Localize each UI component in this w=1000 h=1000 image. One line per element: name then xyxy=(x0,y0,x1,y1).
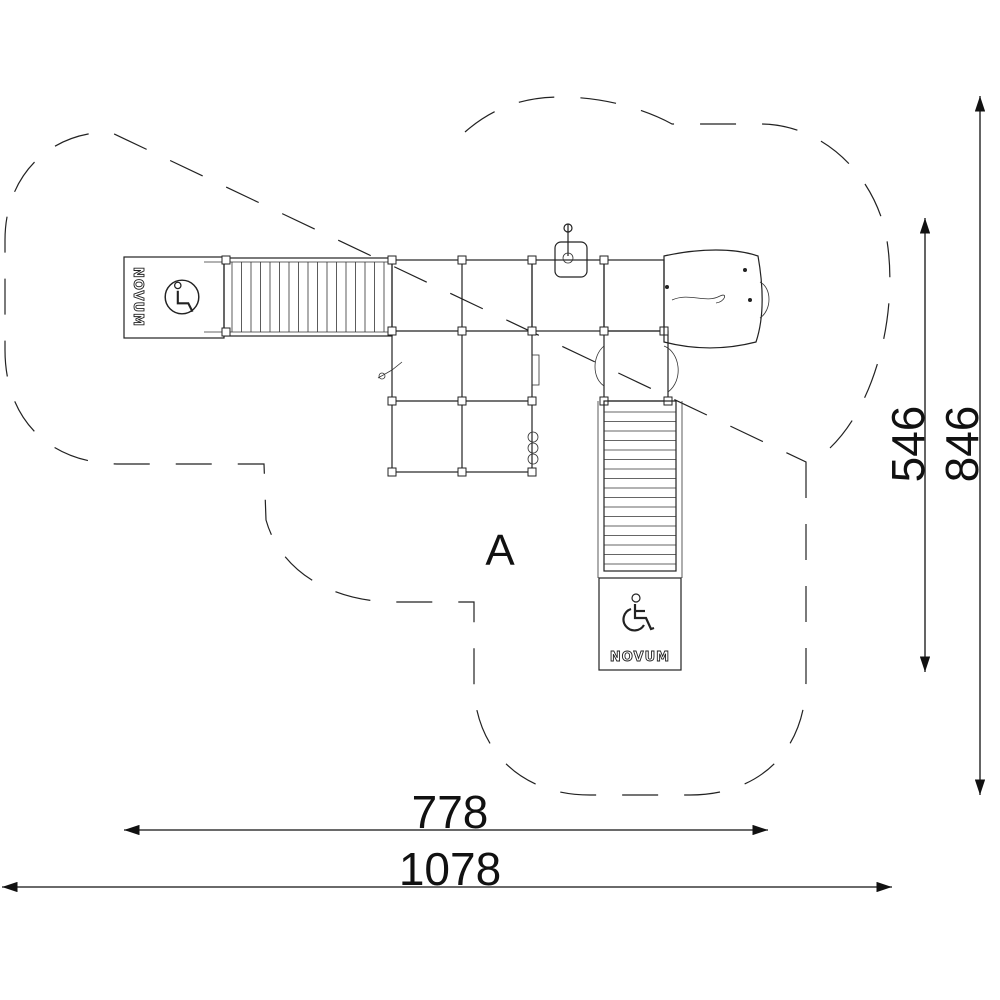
wheelchair-accessibility-icon xyxy=(622,592,656,632)
deck-post xyxy=(221,327,231,337)
deck-post xyxy=(387,396,397,406)
deck-post xyxy=(387,255,397,265)
brand-logo-left: NOVUM xyxy=(130,267,145,327)
play-panel-telescope xyxy=(554,223,588,278)
deck-post xyxy=(527,396,537,406)
inner-width-label: 778 xyxy=(412,786,489,838)
outer-height-label: 846 xyxy=(936,406,988,483)
deck-post xyxy=(387,326,397,336)
outer-width-label: 1078 xyxy=(399,843,501,895)
left-ramp-landing: NOVUM xyxy=(123,256,225,339)
deck-post xyxy=(457,467,467,477)
safety-zone-outline xyxy=(4,96,891,796)
deck-post xyxy=(221,255,231,265)
deck-post xyxy=(527,326,537,336)
deck-post xyxy=(457,326,467,336)
wheelchair-accessibility-icon xyxy=(164,279,200,315)
deck-post xyxy=(387,467,397,477)
side-accessories xyxy=(377,354,540,465)
deck-post xyxy=(457,396,467,406)
zone-label: A xyxy=(485,526,515,575)
deck-post xyxy=(527,255,537,265)
inner-height-label: 546 xyxy=(882,406,934,483)
left-ramp xyxy=(204,257,393,337)
brand-logo-bottom: NOVUM xyxy=(610,650,670,665)
deck-post xyxy=(599,255,609,265)
tower-roof xyxy=(594,249,770,393)
deck-post xyxy=(457,255,467,265)
right-ramp xyxy=(597,400,683,578)
deck-post xyxy=(527,467,537,477)
deck-post xyxy=(599,326,609,336)
right-ramp-landing: NOVUM xyxy=(598,577,682,671)
deck-platform-grid xyxy=(221,255,673,477)
